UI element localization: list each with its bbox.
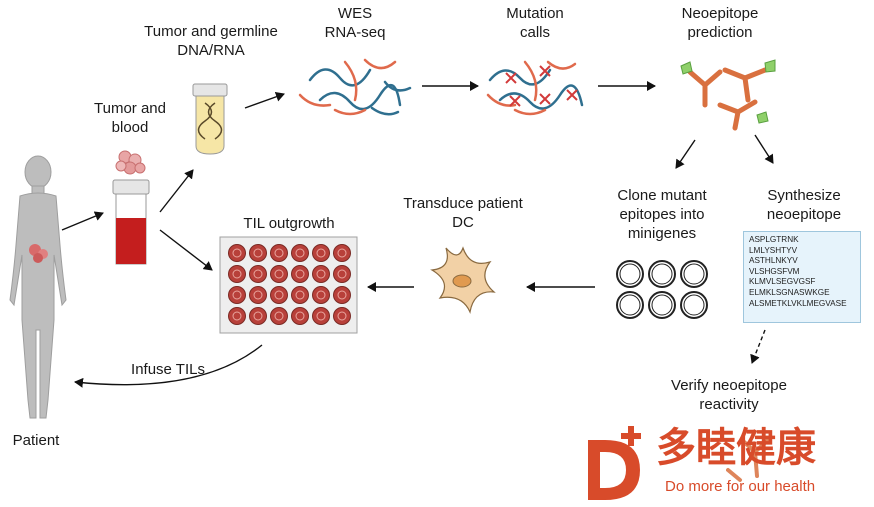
plate-well xyxy=(333,244,351,262)
peptide-item: ELMKLSGNASWKGE xyxy=(749,287,830,297)
plate-well xyxy=(270,286,288,304)
plate-well xyxy=(333,265,351,283)
plate-well-inner xyxy=(337,248,347,258)
brand-slogan: Do more for our health xyxy=(665,478,816,495)
plate-well xyxy=(291,307,309,325)
plate-well xyxy=(333,286,351,304)
label-infuse-tils: Infuse TILs xyxy=(131,361,205,378)
patient-silhouette xyxy=(9,155,67,419)
plate-well-inner xyxy=(232,311,242,321)
plate-well-inner xyxy=(253,290,263,300)
plate-well xyxy=(270,265,288,283)
blood-tube-icon xyxy=(112,179,150,265)
dendritic-cell-icon xyxy=(430,246,496,315)
plate-well xyxy=(249,244,267,262)
plate-well-inner xyxy=(316,248,326,258)
label-patient: Patient xyxy=(12,432,60,449)
plate-well xyxy=(270,307,288,325)
brand-name-cn: 多睦健康 xyxy=(656,426,816,470)
plate-well-inner xyxy=(253,269,263,279)
mutation-reads-icon xyxy=(486,60,584,116)
plate-well xyxy=(270,244,288,262)
plate-well xyxy=(228,244,246,262)
plate-well-inner xyxy=(295,311,305,321)
plate-well-inner xyxy=(274,269,284,279)
plate-well-inner xyxy=(337,290,347,300)
peptide-item: VLSHGSFVM xyxy=(749,266,800,276)
peptide-item: ASTHLNKYV xyxy=(749,256,798,266)
antigen-icons xyxy=(680,59,776,124)
peptide-item: ASPLGTRNK xyxy=(749,235,799,244)
plate-well xyxy=(228,265,246,283)
til-plate-wells xyxy=(228,244,351,325)
plate-well-inner xyxy=(337,269,347,279)
plate-well xyxy=(312,307,330,325)
plate-well-inner xyxy=(253,311,263,321)
patient-tumor xyxy=(29,244,48,263)
plate-well-inner xyxy=(337,311,347,321)
label-til-outgrowth: TIL outgrowth xyxy=(243,215,335,232)
tumor-tissue-icon xyxy=(115,150,146,175)
plate-well-inner xyxy=(274,248,284,258)
peptide-item: ALSMETKLVKLMEGVASE xyxy=(749,298,847,308)
antibody-icons xyxy=(687,67,768,131)
plate-well xyxy=(228,307,246,325)
plate-well-inner xyxy=(295,269,305,279)
plate-well-inner xyxy=(232,248,242,258)
verify-antibody-icon xyxy=(726,438,770,482)
sequencing-reads-icon xyxy=(298,58,412,116)
peptide-item: KLMVLSEGVGSF xyxy=(749,277,816,287)
plate-well-inner xyxy=(316,311,326,321)
mutation-marks-icon xyxy=(505,65,578,107)
plate-well-inner xyxy=(253,248,263,258)
plate-well-inner xyxy=(316,269,326,279)
plate-well xyxy=(333,307,351,325)
plate-well-inner xyxy=(295,248,305,258)
plate-well xyxy=(291,244,309,262)
plate-well xyxy=(312,265,330,283)
brand-logo-mark xyxy=(588,426,641,500)
plate-well xyxy=(312,286,330,304)
plate-well xyxy=(249,286,267,304)
minigene-plasmids xyxy=(616,260,708,319)
plate-well-inner xyxy=(232,290,242,300)
plate-well-inner xyxy=(232,269,242,279)
plate-well xyxy=(249,307,267,325)
plate-well xyxy=(312,244,330,262)
plate-well xyxy=(228,286,246,304)
plate-well xyxy=(291,265,309,283)
flow-arrows xyxy=(61,81,774,388)
peptide-list: ASPLGTRNK LMLYSHTYV ASTHLNKYV VLSHGSFVM … xyxy=(743,231,861,323)
plate-well-inner xyxy=(274,311,284,321)
dna-tube-icon xyxy=(192,83,228,155)
peptide-item: LMLYSHTYV xyxy=(749,245,798,255)
plate-well xyxy=(291,286,309,304)
plate-well-inner xyxy=(274,290,284,300)
plate-well-inner xyxy=(316,290,326,300)
plate-well xyxy=(249,265,267,283)
plate-well-inner xyxy=(295,290,305,300)
